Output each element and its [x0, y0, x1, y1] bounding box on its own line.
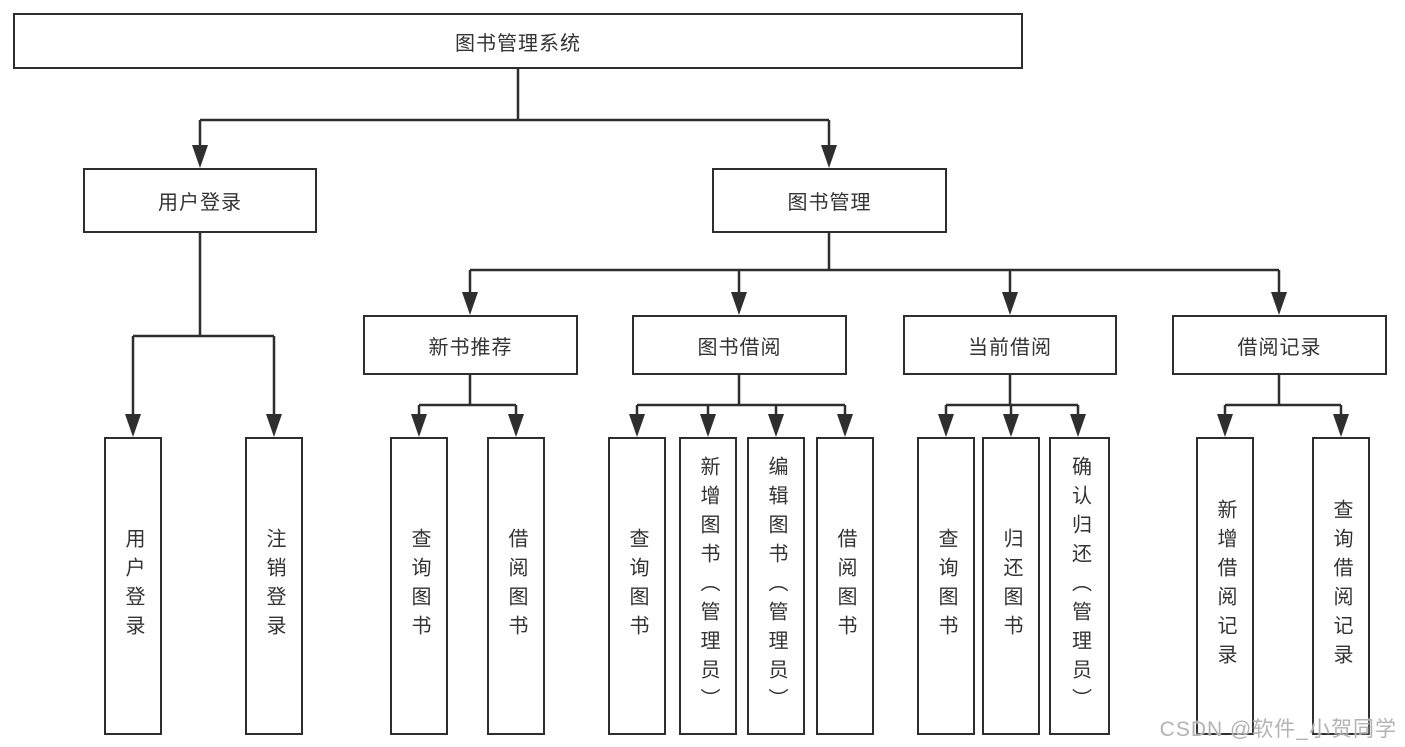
arrow-down-icon — [821, 145, 837, 168]
arrow-down-icon — [1003, 414, 1019, 437]
node-new-book-recommend: 新书推荐 — [363, 315, 578, 375]
leaf-label: 用户登录 — [122, 528, 144, 644]
leaf-user-login: 用户登录 — [104, 437, 162, 735]
leaf-logout: 注销登录 — [245, 437, 303, 735]
arrow-down-icon — [938, 414, 954, 437]
node-user-login: 用户登录 — [83, 168, 317, 233]
leaf-label: 确认归还（管理员） — [1068, 455, 1091, 717]
node-book-borrow: 图书借阅 — [632, 315, 847, 375]
arrow-down-icon — [125, 414, 141, 437]
arrow-down-icon — [508, 414, 524, 437]
arrow-down-icon — [768, 414, 784, 437]
arrow-down-icon — [731, 292, 747, 315]
leaf-label: 编辑图书（管理员） — [765, 455, 787, 717]
leaf-edit-book-admin: 编辑图书（管理员） — [747, 437, 805, 735]
leaf-add-book-admin: 新增图书（管理员） — [679, 437, 737, 735]
arrow-down-icon — [411, 414, 427, 437]
leaf-confirm-return-admin: 确认归还（管理员） — [1049, 437, 1110, 735]
leaf-query-books-current: 查询图书 — [917, 437, 975, 735]
arrow-down-icon — [837, 414, 853, 437]
arrow-down-icon — [192, 145, 208, 168]
leaf-query-borrow-record: 查询借阅记录 — [1312, 437, 1370, 735]
leaf-return-book: 归还图书 — [982, 437, 1040, 735]
arrow-down-icon — [1271, 292, 1287, 315]
arrow-down-icon — [1217, 414, 1233, 437]
leaf-add-borrow-record: 新增借阅记录 — [1196, 437, 1254, 735]
leaf-label: 查询图书 — [935, 528, 957, 644]
leaf-label: 新增借阅记录 — [1214, 499, 1236, 673]
leaf-label: 注销登录 — [263, 528, 285, 644]
arrow-down-icon — [1002, 292, 1018, 315]
node-current-borrow: 当前借阅 — [903, 315, 1117, 375]
arrow-down-icon — [462, 292, 478, 315]
node-book-management: 图书管理 — [712, 168, 947, 233]
leaf-borrow-books-recommend: 借阅图书 — [487, 437, 545, 735]
arrow-down-icon — [700, 414, 716, 437]
leaf-query-books-borrow: 查询图书 — [608, 437, 666, 735]
arrow-down-icon — [266, 414, 282, 437]
node-borrow-records: 借阅记录 — [1172, 315, 1387, 375]
leaf-label: 借阅图书 — [505, 528, 527, 644]
leaf-label: 查询图书 — [408, 528, 430, 644]
leaf-label: 归还图书 — [1000, 528, 1022, 644]
arrow-down-icon — [629, 414, 645, 437]
arrow-down-icon — [1070, 414, 1086, 437]
leaf-query-books-recommend: 查询图书 — [390, 437, 448, 735]
node-root-system: 图书管理系统 — [13, 13, 1023, 69]
leaf-borrow-books: 借阅图书 — [816, 437, 874, 735]
arrow-down-icon — [1333, 414, 1349, 437]
leaf-label: 借阅图书 — [834, 528, 856, 644]
leaf-label: 查询图书 — [626, 528, 648, 644]
watermark: CSDN @软件_小贺同学 — [1159, 718, 1397, 741]
leaf-label: 新增图书（管理员） — [697, 455, 719, 717]
leaf-label: 查询借阅记录 — [1330, 499, 1352, 673]
